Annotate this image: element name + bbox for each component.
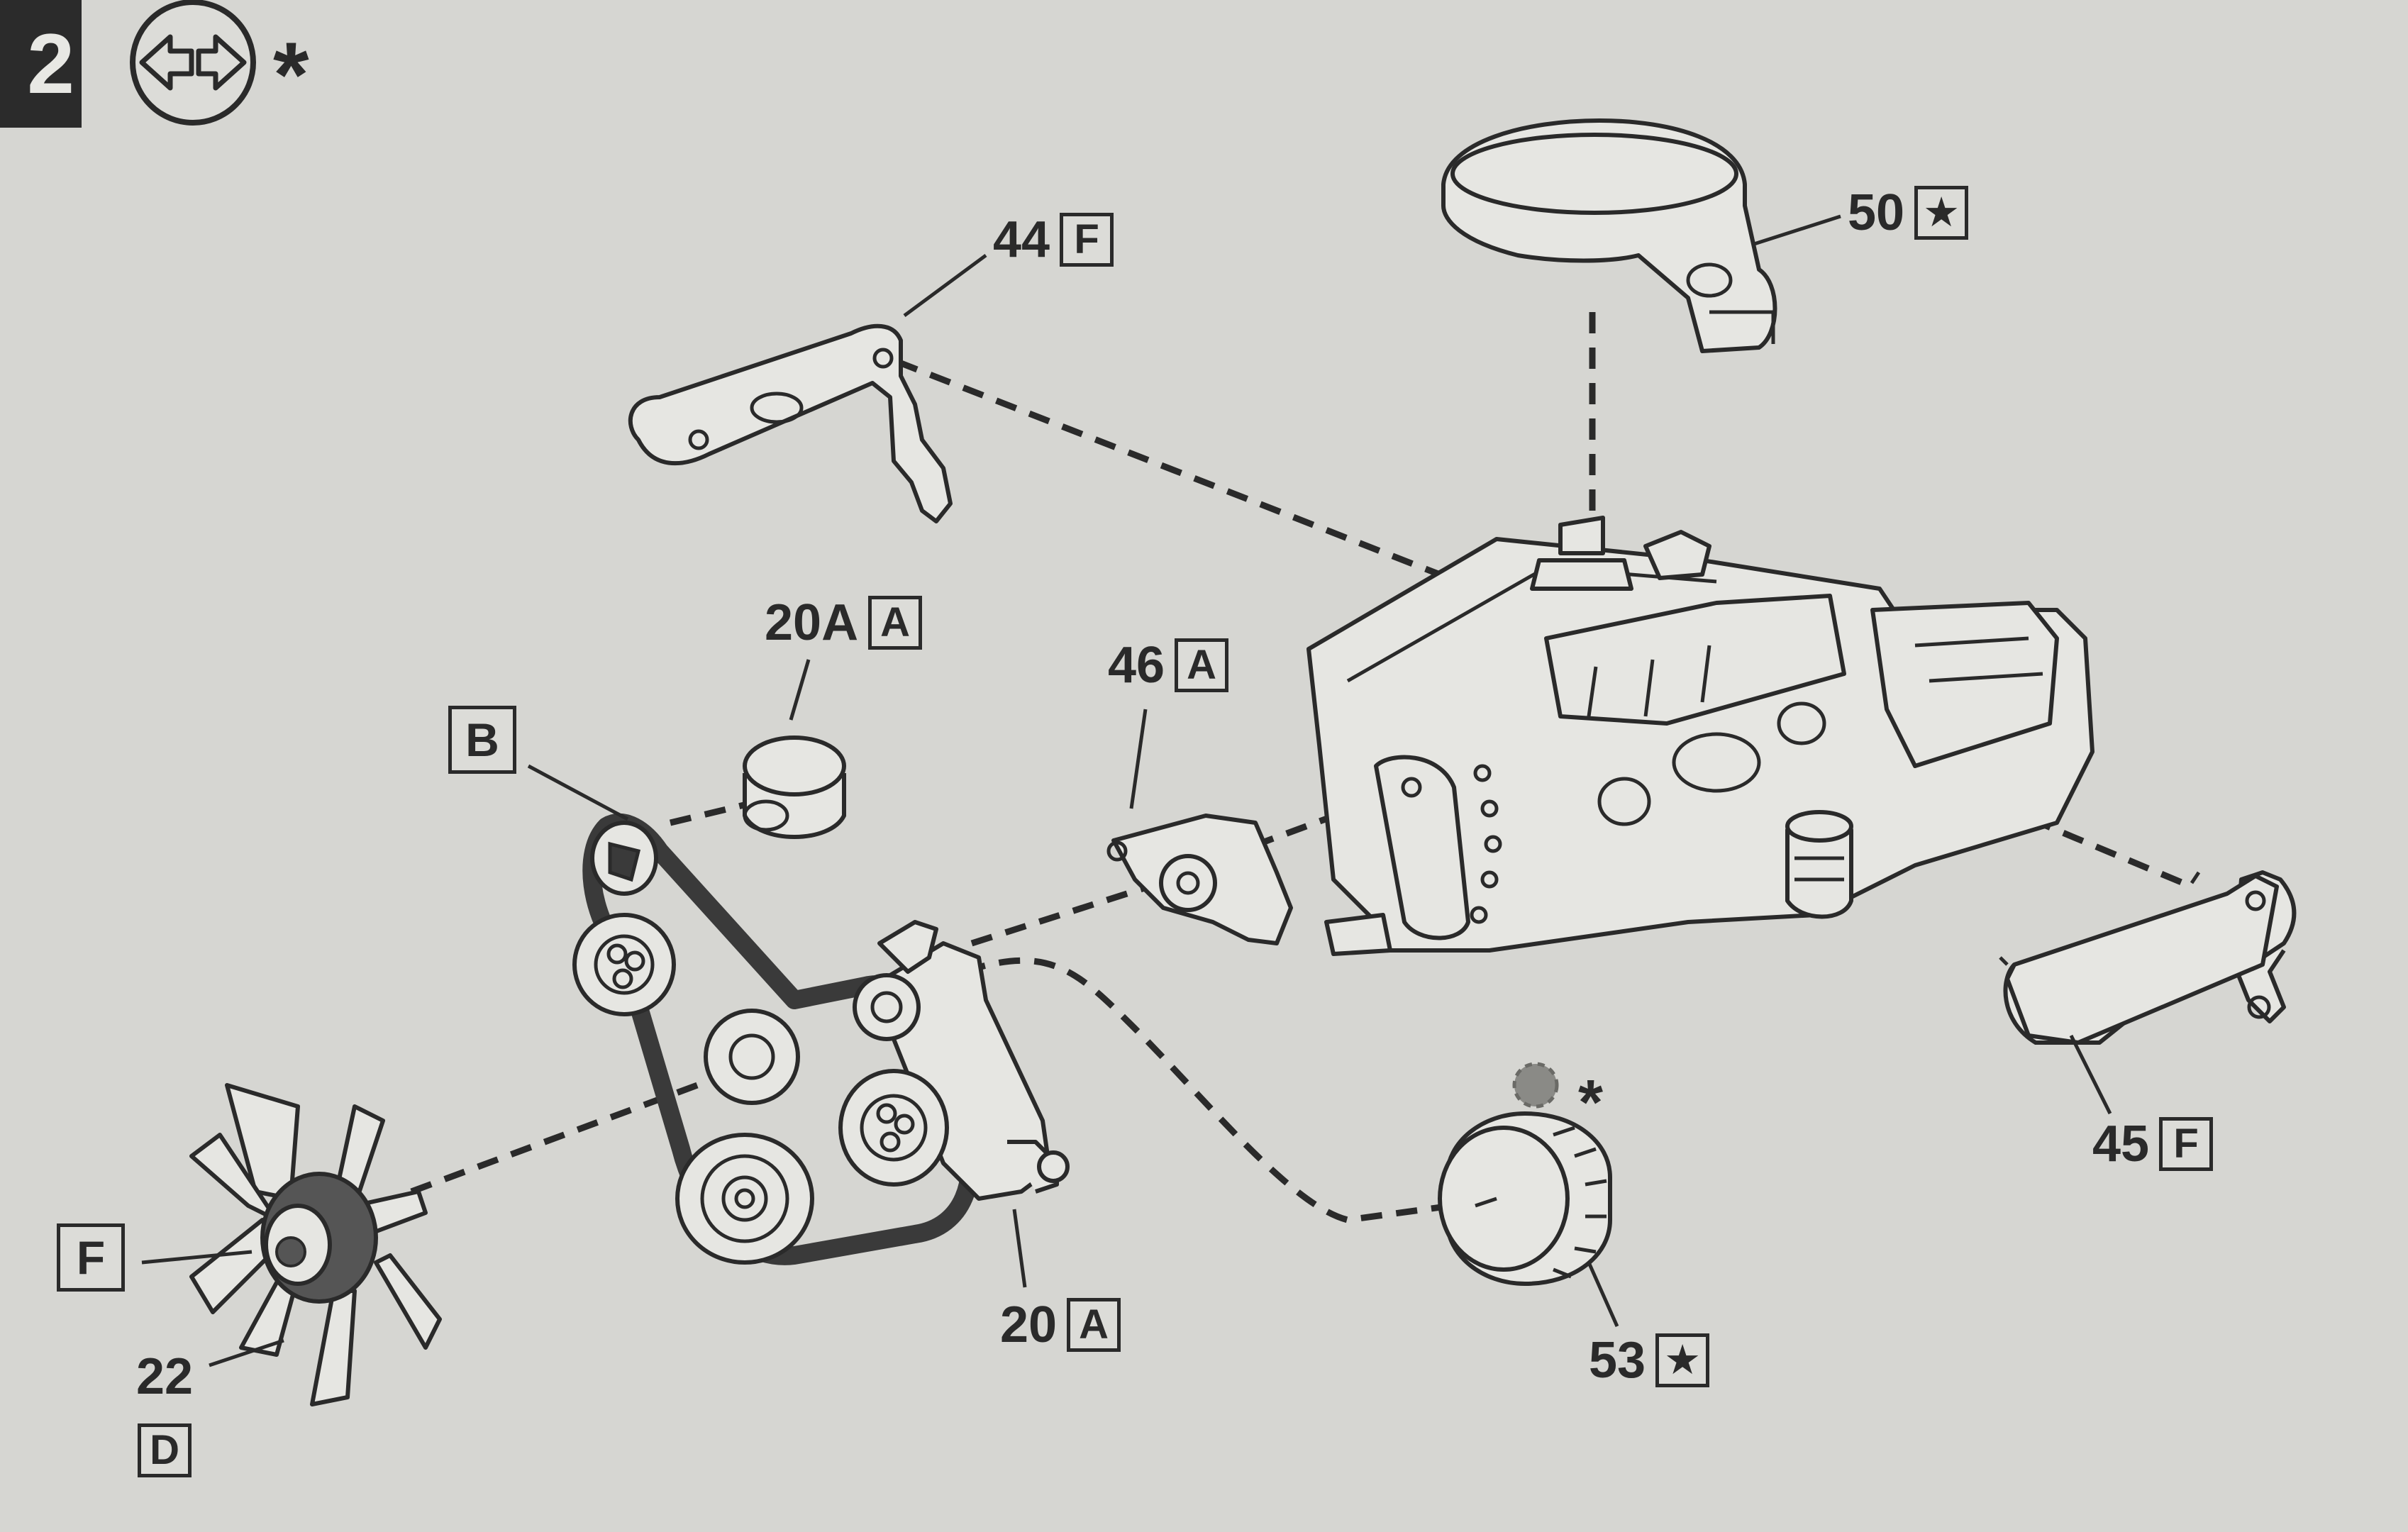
idler-pulley-part — [743, 736, 846, 839]
symmetry-icon — [130, 0, 256, 126]
sprue-letter: ★ — [1655, 1333, 1710, 1387]
header-asterisk: * — [273, 23, 309, 126]
part-number: 20A — [765, 594, 859, 651]
part-label-22: 22 D — [136, 1351, 193, 1477]
part-label-46: 46 A — [1108, 637, 1229, 694]
sprue-letter: ★ — [1914, 186, 1969, 240]
right-exhaust-manifold-part — [1999, 870, 2297, 1045]
step-number: 2 — [0, 0, 82, 128]
part-label-20a: 20A A — [765, 594, 923, 651]
sprue-letter: B — [448, 706, 516, 774]
part-number: 44 — [993, 211, 1050, 268]
part-label-53: 53 ★ — [1589, 1332, 1710, 1389]
leader-lines — [141, 214, 2112, 1367]
engine-block-part — [1306, 516, 2094, 956]
part-number: 53 — [1589, 1332, 1646, 1389]
left-exhaust-manifold-part — [628, 323, 953, 523]
part-number: 22 — [136, 1348, 194, 1405]
part-label-20: 20 A — [1000, 1298, 1121, 1352]
air-cleaner-part — [1441, 118, 1777, 353]
part-number: 50 — [1848, 184, 1905, 241]
timing-cover-part — [1106, 814, 1293, 945]
part-number: 20 — [1000, 1297, 1058, 1353]
sprue-letter: F — [2159, 1117, 2214, 1171]
part-label-44: 44 F — [993, 213, 1114, 267]
sprue-letter: A — [1175, 638, 1229, 692]
part-label-50: 50 ★ — [1848, 184, 1969, 241]
sprue-letter: A — [1067, 1298, 1121, 1352]
part-label-45: 45 F — [2092, 1116, 2214, 1172]
sprue-letter: F — [57, 1223, 125, 1292]
part-number: 45 — [2092, 1116, 2150, 1172]
cooling-fan-part — [189, 1083, 442, 1406]
part-label-f: F — [57, 1223, 125, 1292]
sprue-letter: A — [868, 596, 923, 650]
sprue-letter: D — [138, 1423, 192, 1477]
sprue-letter: F — [1060, 213, 1114, 267]
distributor-part — [1438, 1062, 1612, 1286]
part-number: 46 — [1108, 637, 1165, 694]
part-label-b: B — [448, 706, 516, 774]
distributor-note-asterisk: * — [1578, 1067, 1604, 1138]
belt-pulley-assembly-part — [572, 814, 1070, 1265]
